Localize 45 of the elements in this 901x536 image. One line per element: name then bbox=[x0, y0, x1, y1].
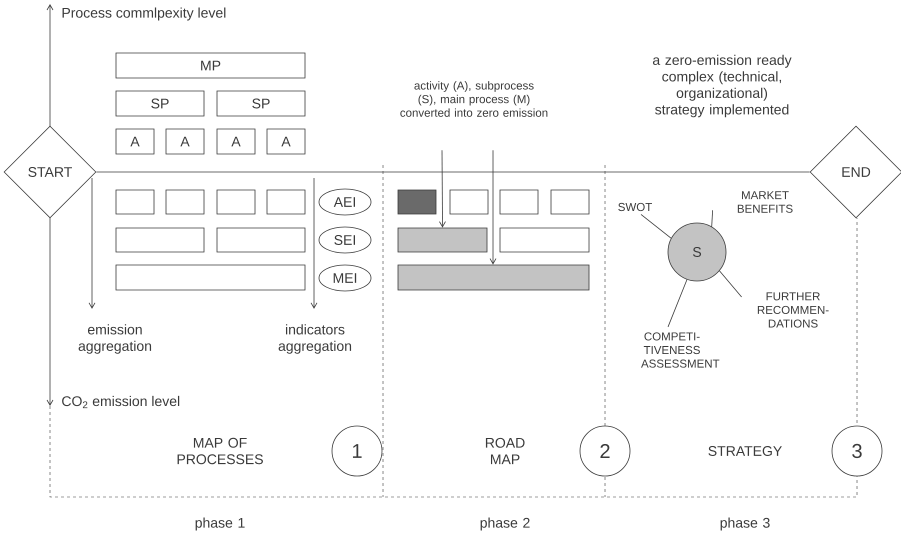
leader-line bbox=[668, 279, 688, 328]
arrow bbox=[490, 150, 496, 265]
empty-box bbox=[398, 228, 488, 252]
phase-title: MAP OF PROCESSES bbox=[178, 438, 263, 464]
outcome-text: a zero-emission ready complex (technical, organizational) strategy implemented bbox=[652, 54, 792, 118]
empty-box bbox=[550, 190, 590, 214]
phase-title: ROAD MAP bbox=[486, 438, 525, 464]
empty-box bbox=[398, 264, 590, 290]
empty-box bbox=[116, 190, 154, 214]
arrow bbox=[439, 150, 446, 228]
phase-label: phase 3 bbox=[720, 517, 770, 531]
arrow bbox=[310, 178, 318, 309]
process-box: A bbox=[116, 128, 154, 154]
leader-line bbox=[719, 270, 742, 298]
node-text: MARKET BENEFITS bbox=[738, 191, 793, 213]
empty-box bbox=[450, 190, 488, 214]
leader-line bbox=[640, 214, 672, 239]
node-text: activity (A), subprocess (S), main process (M) converted into zero emission bbox=[400, 81, 548, 117]
empty-box bbox=[216, 228, 306, 252]
node-text: SWOT bbox=[618, 202, 652, 212]
empty-box bbox=[116, 264, 306, 290]
arrow bbox=[88, 178, 96, 309]
process-box: SP bbox=[216, 90, 306, 116]
axis-label: CO$_{2}$ emission level bbox=[62, 396, 180, 408]
process-box: MP bbox=[116, 52, 306, 78]
node-text: emission aggregation bbox=[78, 324, 152, 354]
phase-title: STRATEGY bbox=[708, 446, 782, 456]
node-text: FURTHER RECOMMEN-DATIONS bbox=[758, 292, 829, 328]
phase-label: phase 1 bbox=[196, 517, 245, 531]
empty-box bbox=[500, 228, 590, 252]
node-text: COMPETI-TIVENESS ASSESSMENT bbox=[641, 332, 720, 368]
process-box: A bbox=[216, 128, 256, 154]
empty-box bbox=[116, 228, 204, 252]
empty-box bbox=[266, 190, 306, 214]
process-box: SP bbox=[116, 90, 204, 116]
axis-label: Process commlpexity level bbox=[62, 7, 226, 21]
node-text: indicators aggregation bbox=[278, 324, 352, 354]
process-box: A bbox=[266, 128, 306, 154]
empty-box bbox=[166, 190, 204, 214]
process-box: A bbox=[166, 128, 204, 154]
phase-label: phase 2 bbox=[480, 517, 530, 531]
leader-line bbox=[711, 210, 713, 227]
empty-box bbox=[398, 190, 436, 214]
empty-box bbox=[500, 190, 538, 214]
empty-box bbox=[216, 190, 256, 214]
